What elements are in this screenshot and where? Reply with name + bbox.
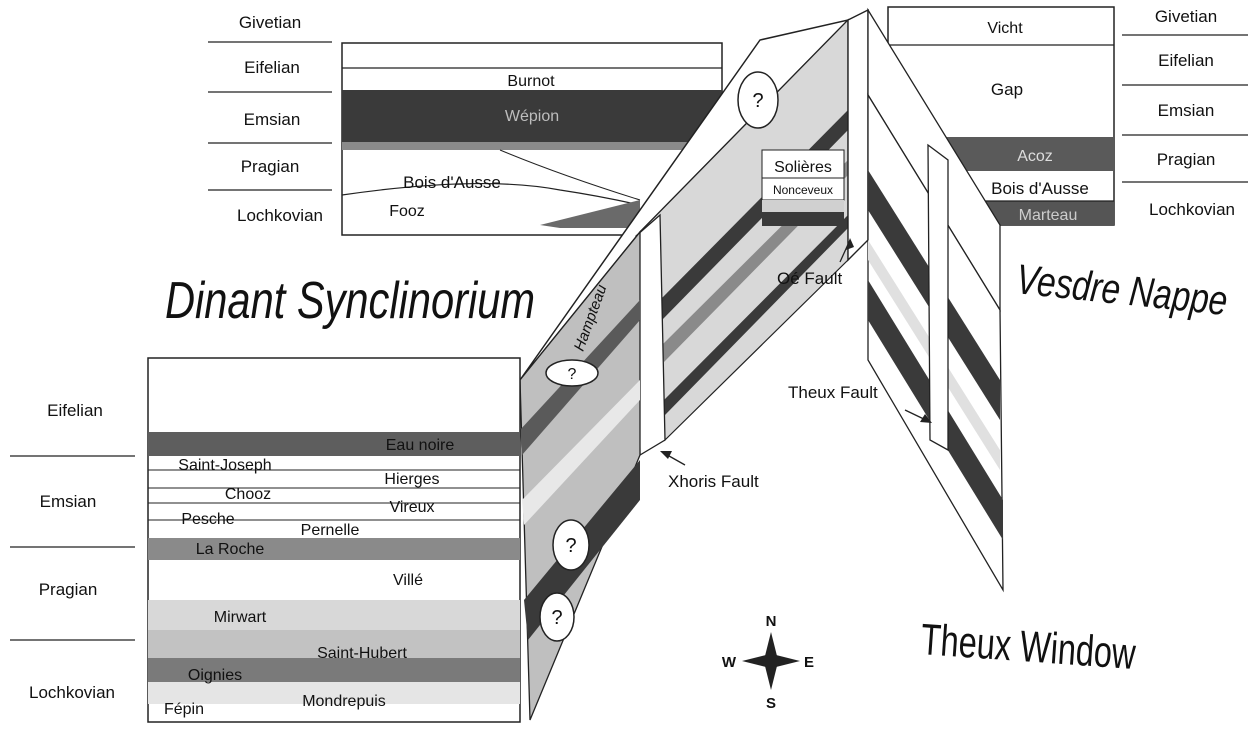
mirwart-label: Mirwart <box>214 609 267 626</box>
oe-fault-label: Oé Fault <box>777 269 842 288</box>
fepin-label: Fépin <box>164 701 204 718</box>
mondrepuis-label: Mondrepuis <box>302 693 386 710</box>
solieres-label: Solières <box>774 159 832 176</box>
north-bois-dausse-label: Bois d'Ausse <box>403 173 501 192</box>
vireux-label: Vireux <box>389 499 434 516</box>
wepion-label: Wépion <box>505 108 559 125</box>
vicht-label: Vicht <box>987 20 1023 37</box>
right-stage-eifelian: Eifelian <box>1158 51 1214 70</box>
question-mark-4: ? <box>551 607 562 629</box>
arrow-head-icon <box>660 451 672 459</box>
nonceveux-label: Nonceveux <box>773 183 833 197</box>
right-stage-lochkovian: Lochkovian <box>1149 200 1235 219</box>
question-mark-2: ? <box>568 366 577 383</box>
middle-column: Solières Nonceveux <box>762 150 844 226</box>
stage-label-eifelian: Eifelian <box>47 401 103 420</box>
gap-label: Gap <box>991 80 1023 99</box>
saint-joseph-label: Saint-Joseph <box>178 457 271 474</box>
dinant-synclinorium-title: Dinant Synclinorium <box>165 272 535 330</box>
right-stage-column: Givetian Eifelian Emsian Pragian Lochkov… <box>1122 7 1248 219</box>
theux-fault-slab <box>928 145 948 450</box>
theux-window-title: Theux Window <box>919 615 1137 679</box>
xhoris-fault-label: Xhoris Fault <box>668 472 759 491</box>
vesdre-bois-dausse-label: Bois d'Ausse <box>991 179 1089 198</box>
stage-label-pragian: Pragian <box>39 580 98 599</box>
top-left-stage-column: Givetian Eifelian Emsian Pragian Lochkov… <box>208 13 332 225</box>
top-stage-lochkovian: Lochkovian <box>237 206 323 225</box>
middle-dark-band <box>762 212 844 226</box>
acoz-label: Acoz <box>1017 148 1053 165</box>
left-stage-column: Eifelian Emsian Pragian Lochkovian <box>10 401 135 702</box>
compass-icon: N S W E <box>722 613 814 712</box>
marteau-label: Marteau <box>1019 207 1078 224</box>
question-mark-3: ? <box>565 535 576 557</box>
top-stage-givetian: Givetian <box>239 13 301 32</box>
top-stage-emsian: Emsian <box>244 110 301 129</box>
compass-w-label: W <box>722 654 737 671</box>
right-stage-emsian: Emsian <box>1158 101 1215 120</box>
oe-fault-slab <box>848 10 868 260</box>
top-stage-eifelian: Eifelian <box>244 58 300 77</box>
right-stage-pragian: Pragian <box>1157 150 1216 169</box>
stage-label-emsian: Emsian <box>40 492 97 511</box>
compass-west-point <box>742 655 772 667</box>
la-roche-label: La Roche <box>196 541 265 558</box>
fooz-label: Fooz <box>389 203 425 220</box>
top-stage-pragian: Pragian <box>241 157 300 176</box>
pesche-label: Pesche <box>181 511 234 528</box>
saint-hubert-label: Saint-Hubert <box>317 645 407 662</box>
question-mark-1: ? <box>752 90 763 112</box>
mirwart-band <box>148 600 520 630</box>
ridge-left-face <box>520 232 640 720</box>
right-stage-givetian: Givetian <box>1155 7 1217 26</box>
compass-s-label: S <box>766 695 776 712</box>
eau-noire-band <box>148 432 520 456</box>
ville-label: Villé <box>393 572 423 589</box>
pernelle-label: Pernelle <box>301 522 360 539</box>
vesdre-nappe-title: Vesdre Nappe <box>1014 255 1230 324</box>
compass-e-label: E <box>804 654 814 671</box>
theux-fault-label: Theux Fault <box>788 383 878 402</box>
compass-east-point <box>770 655 800 667</box>
compass-n-label: N <box>766 613 777 630</box>
dinant-front-block: Eau noire Saint-Joseph Hierges Chooz Vir… <box>148 358 520 722</box>
north-grey-band <box>342 142 722 150</box>
stage-label-lochkovian: Lochkovian <box>29 683 115 702</box>
chooz-label: Chooz <box>225 486 271 503</box>
eau-noire-label: Eau noire <box>386 437 455 454</box>
middle-grey-band <box>762 200 844 212</box>
hierges-label: Hierges <box>384 471 439 488</box>
burnot-label: Burnot <box>507 73 555 90</box>
oignies-label: Oignies <box>188 667 242 684</box>
